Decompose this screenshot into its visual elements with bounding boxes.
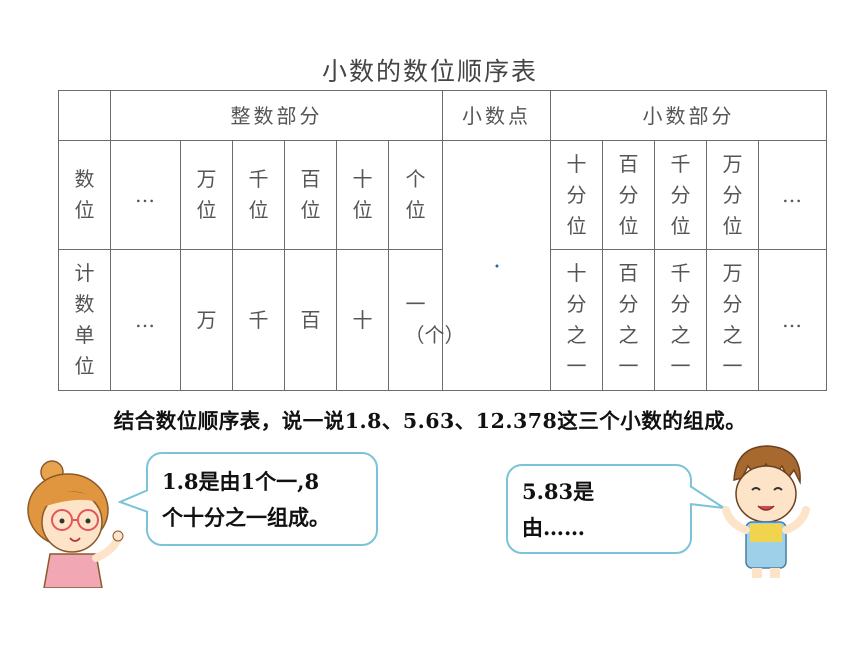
unit-ten-thousand: 万 — [180, 249, 233, 391]
integer-ellipsis-cell: … — [110, 140, 181, 250]
unit-tenth: 十分之一 — [550, 249, 603, 391]
boy-speech-line2: 由…… — [522, 514, 585, 540]
girl-speech-bubble: 1.8是由1个一,8 个十分之一组成。 — [146, 452, 378, 546]
place-ten-thousandths: 万分位 — [706, 140, 759, 250]
unit-ten: 十 — [336, 249, 389, 391]
decimal-place-value-table: 整数部分 小数点 小数部分 数位 … 万位 千位 百位 十位 个位 十分位 百分… — [58, 90, 827, 391]
decimal-part-header: 小数部分 — [550, 90, 827, 141]
unit-hundredth: 百分之一 — [602, 249, 655, 391]
place-hundredths: 百分位 — [602, 140, 655, 250]
corner-cell — [58, 90, 111, 141]
boy-illustration — [722, 445, 810, 578]
decimal-point-header: 小数点 — [442, 90, 551, 141]
boy-speech-bubble: 5.83是 由…… — [506, 464, 692, 554]
place-hundreds: 百位 — [284, 140, 337, 250]
unit-hundred: 百 — [284, 249, 337, 391]
table-title: 小数的数位顺序表 — [321, 57, 538, 86]
unit-decimal-ellipsis: … — [758, 249, 827, 391]
unit-ten-thousandth: 万分之一 — [706, 249, 759, 391]
girl-speech-line2: 个十分之一组成。 — [162, 504, 330, 530]
girl-speech-line1: 1.8是由1个一,8 — [162, 469, 320, 494]
decimal-point-dot — [495, 264, 498, 267]
integer-part-header: 整数部分 — [110, 90, 443, 141]
unit-integer-ellipsis: … — [110, 249, 181, 391]
place-tens: 十位 — [336, 140, 389, 250]
unit-one: 一（个） — [388, 249, 465, 391]
decimal-ellipsis-cell: … — [758, 140, 827, 250]
unit-row-label: 计数单位 — [58, 249, 111, 391]
girl-bubble-tail — [118, 489, 149, 513]
instruction-text: 结合数位顺序表，说一说1.8、5.63、12.378这三个小数的组成。 — [113, 409, 747, 433]
place-thousandths: 千分位 — [654, 140, 707, 250]
place-tenths: 十分位 — [550, 140, 603, 250]
decimal-point-cell — [442, 140, 551, 391]
unit-thousandth: 千分之一 — [654, 249, 707, 391]
place-thousands: 千位 — [232, 140, 285, 250]
boy-speech-line1: 5.83是 — [522, 479, 595, 504]
place-ten-thousands: 万位 — [180, 140, 233, 250]
digit-row-label: 数位 — [58, 140, 111, 250]
unit-thousand: 千 — [232, 249, 285, 391]
girl-illustration — [27, 460, 124, 588]
place-ones: 个位 — [388, 140, 443, 250]
